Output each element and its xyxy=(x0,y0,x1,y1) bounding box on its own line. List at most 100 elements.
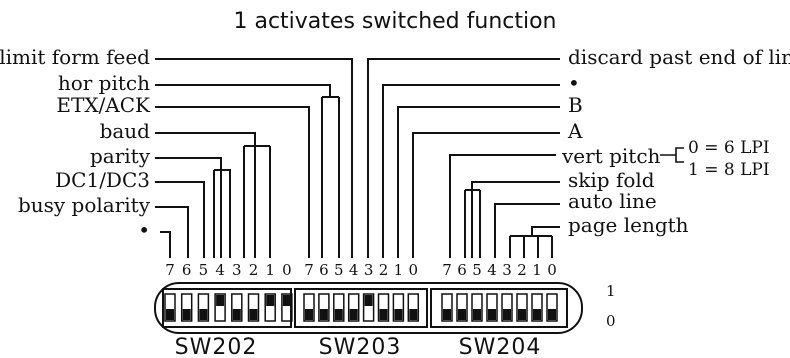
vert-pitch-bracket xyxy=(660,147,684,163)
bit-number-sw204-6: 6 xyxy=(457,261,467,279)
label-parity: parity xyxy=(90,144,151,168)
dip-block-sw202 xyxy=(162,288,292,328)
switch-name-sw203: SW203 xyxy=(319,335,402,358)
dip-switch-knob xyxy=(349,309,358,320)
label-busy-polarity: busy polarity xyxy=(18,193,151,217)
dip-switch-knob xyxy=(488,309,496,320)
switch-blocks xyxy=(162,288,568,328)
dip-switch-sw204-bit-4[interactable] xyxy=(486,293,498,322)
dip-switch-sw202-bit-5[interactable] xyxy=(197,293,210,322)
dip-switch-sw202-bit-1[interactable] xyxy=(264,293,276,322)
dip-switch-knob xyxy=(458,309,466,320)
dip-block-sw204 xyxy=(430,288,568,328)
sw204-leaders xyxy=(449,154,560,258)
dip-switch-sw202-bit-3[interactable] xyxy=(231,293,243,322)
dip-switch-sw203-bit-2[interactable] xyxy=(377,293,390,322)
dip-switch-sw204-bit-2[interactable] xyxy=(516,293,528,322)
dip-switch-knob xyxy=(394,309,403,320)
state-label-1: 1 xyxy=(606,282,616,300)
dip-switch-knob xyxy=(473,309,481,320)
bit-number-sw202-7: 7 xyxy=(165,261,175,279)
bit-number-sw203-3: 3 xyxy=(364,261,374,279)
bit-number-sw202-4: 4 xyxy=(215,261,225,279)
bit-number-sw203-0: 0 xyxy=(409,261,419,279)
bit-number-sw202-1: 1 xyxy=(265,261,275,279)
dip-switch-knob xyxy=(232,309,241,320)
label-dc1-dc3: DC1/DC3 xyxy=(55,168,150,192)
label-bullet-left: • xyxy=(138,218,150,242)
label-discard-past-end-of-line: discard past end of line xyxy=(568,45,790,69)
bit-number-sw203-5: 5 xyxy=(334,261,344,279)
dip-switch-sw203-bit-1[interactable] xyxy=(392,293,405,322)
diagram-title: 1 activates switched function xyxy=(233,9,556,34)
label-limit-form-feed: limit form feed xyxy=(0,45,150,69)
dip-switch-sw203-bit-4[interactable] xyxy=(347,293,360,322)
dip-switch-knob xyxy=(443,309,451,320)
dip-switch-sw203-bit-3[interactable] xyxy=(362,293,375,322)
dip-switch-knob xyxy=(379,309,388,320)
dip-switch-sw204-bit-7[interactable] xyxy=(441,293,453,322)
dip-switch-sw202-bit-6[interactable] xyxy=(180,293,193,322)
label-a: A xyxy=(567,119,583,143)
dip-switch-sw204-bit-6[interactable] xyxy=(456,293,468,322)
bit-number-sw202-6: 6 xyxy=(182,261,192,279)
bit-number-sw202-2: 2 xyxy=(249,261,259,279)
state-label-0: 0 xyxy=(606,312,616,330)
dip-switch-knob xyxy=(166,309,174,320)
dip-switch-knob xyxy=(409,309,418,320)
bit-number-sw203-6: 6 xyxy=(319,261,329,279)
dip-switch-knob xyxy=(503,309,511,320)
dip-switch-sw203-bit-0[interactable] xyxy=(407,293,420,322)
bit-number-sw204-4: 4 xyxy=(487,261,497,279)
dip-switch-knob xyxy=(334,309,343,320)
dip-block-sw203 xyxy=(294,288,428,328)
dip-switch-knob xyxy=(266,295,275,306)
dip-switch-knob xyxy=(364,295,373,306)
dip-switch-knob xyxy=(282,295,291,306)
bit-number-sw203-7: 7 xyxy=(304,261,314,279)
label-baud: baud xyxy=(100,119,151,143)
bit-number-sw202-5: 5 xyxy=(199,261,209,279)
dip-switch-sw204-bit-1[interactable] xyxy=(531,293,543,322)
dip-switch-sw203-bit-5[interactable] xyxy=(333,293,345,322)
bit-number-sw204-3: 3 xyxy=(502,261,512,279)
dip-switch-knob xyxy=(305,309,313,320)
dip-switch-sw204-bit-3[interactable] xyxy=(501,293,513,322)
label-etx-ack: ETX/ACK xyxy=(56,93,151,117)
bit-number-sw203-1: 1 xyxy=(394,261,404,279)
bit-number-sw202-0: 0 xyxy=(282,261,292,279)
bit-number-sw204-2: 2 xyxy=(517,261,527,279)
dip-switch-knob xyxy=(216,295,225,306)
dip-switch-knob xyxy=(182,309,191,320)
vert-pitch-option-6lpi: 0 = 6 LPI xyxy=(688,138,770,158)
bit-number-sw203-4: 4 xyxy=(349,261,359,279)
label-skip-fold: skip fold xyxy=(568,168,655,192)
label-auto-line: auto line xyxy=(568,189,657,213)
dip-switch-sw202-bit-7[interactable] xyxy=(164,293,176,322)
dip-switch-sw204-bit-0[interactable] xyxy=(546,293,558,322)
dip-switch-knob xyxy=(548,309,556,320)
dip-switch-knob xyxy=(518,309,526,320)
switch-housing xyxy=(154,282,583,334)
dip-switch-sw203-bit-7[interactable] xyxy=(303,293,315,322)
label-vert-pitch: vert pitch xyxy=(561,144,661,168)
dip-switch-knob xyxy=(319,309,328,320)
label-hor-pitch: hor pitch xyxy=(58,71,150,95)
dip-switch-knob xyxy=(249,309,258,320)
bit-number-sw203-2: 2 xyxy=(379,261,389,279)
bit-number-sw204-1: 1 xyxy=(532,261,542,279)
vert-pitch-option-8lpi: 1 = 8 LPI xyxy=(688,160,770,180)
dip-switch-sw202-bit-4[interactable] xyxy=(214,293,226,322)
sw202-leaders xyxy=(155,132,271,258)
dip-switch-sw202-bit-2[interactable] xyxy=(247,293,260,322)
switch-name-sw204: SW204 xyxy=(459,335,542,358)
dip-switch-sw204-bit-5[interactable] xyxy=(471,293,483,322)
dip-switch-knob xyxy=(199,309,208,320)
dip-switch-sw202-bit-0[interactable] xyxy=(281,293,293,322)
dip-switch-sw203-bit-6[interactable] xyxy=(318,293,330,322)
label-b: B xyxy=(568,93,583,117)
bit-number-sw202-3: 3 xyxy=(232,261,242,279)
bit-number-sw204-5: 5 xyxy=(472,261,482,279)
